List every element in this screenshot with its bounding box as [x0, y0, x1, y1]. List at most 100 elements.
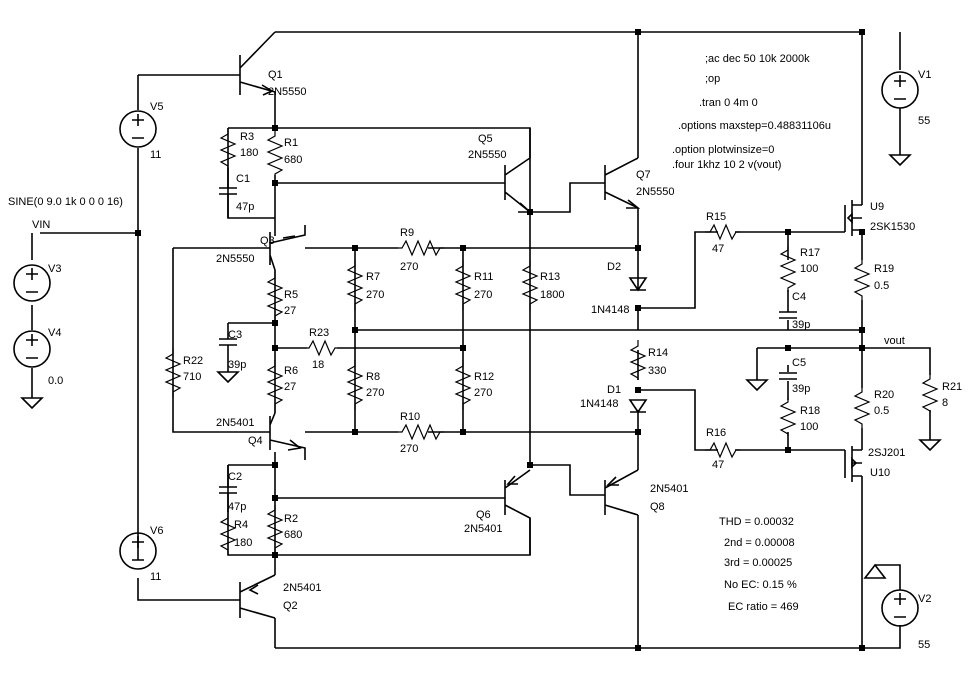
r17-name: R17	[800, 247, 820, 259]
r1-name: R1	[284, 137, 298, 149]
r7-value: 270	[366, 289, 384, 301]
transistor-labels: Q1 2N5550 Q3 2N5550 2N5401 Q4 2N5401 Q2 …	[216, 69, 915, 612]
u10-name: U10	[870, 467, 890, 479]
result-3rd: 3rd = 0.00025	[724, 557, 792, 569]
q1-name: Q1	[268, 69, 283, 81]
resistor-r16	[705, 441, 740, 459]
r16-name: R16	[706, 427, 726, 439]
r2-value: 680	[284, 529, 302, 541]
r18-name: R18	[800, 405, 820, 417]
r8-value: 270	[366, 387, 384, 399]
resistor-r12	[454, 360, 472, 410]
u9-name: U9	[870, 201, 884, 213]
q4-model: 2N5401	[216, 417, 255, 429]
r2-name: R2	[284, 513, 298, 525]
ground-v1	[888, 154, 912, 167]
resistor-r22	[164, 348, 182, 398]
resistors	[164, 128, 939, 555]
source-v3	[13, 264, 51, 302]
r19-name: R19	[874, 263, 894, 275]
d1-model: 1N4148	[580, 398, 619, 410]
v5-value: 11	[150, 149, 161, 161]
r11-name: R11	[474, 271, 493, 283]
capacitors	[219, 168, 797, 512]
r21-value: 8	[942, 397, 948, 409]
r23-name: R23	[309, 327, 329, 339]
c5-value: 39p	[792, 383, 810, 395]
grounds	[20, 154, 942, 579]
ground-c3	[216, 371, 240, 384]
resistor-r18	[779, 398, 797, 436]
resistor-r1	[266, 130, 284, 175]
source-v4	[13, 330, 51, 368]
r3-value: 180	[240, 147, 258, 159]
transistors	[239, 31, 863, 619]
d2-model: 1N4148	[591, 304, 630, 316]
v3-name: V3	[48, 263, 61, 275]
c3-name: C3	[228, 329, 242, 341]
capacitor-c1	[219, 168, 237, 218]
r5-value: 27	[284, 305, 296, 317]
resistor-r14	[629, 340, 647, 380]
transistor-q2	[239, 574, 276, 619]
result-thd: THD = 0.00032	[719, 516, 794, 528]
v3-value: SINE(0 9.0 1k 0 0 0 16)	[8, 196, 123, 208]
q4-name: Q4	[248, 435, 263, 447]
directive-ac: ;ac dec 50 10k 2000k	[705, 53, 810, 65]
r15-value: 47	[712, 243, 724, 255]
q5-name: Q5	[478, 133, 493, 145]
ground-v2	[863, 563, 887, 579]
source-labels: V5 11 V6 11 V3 SINE(0 9.0 1k 0 0 0 16) V…	[8, 69, 931, 651]
mosfet-u9	[844, 195, 863, 236]
resistor-labels: R1 680 R3 180 R5 27 R6 27 R7 270 R8 270 …	[183, 131, 962, 549]
q1-model: 2N5550	[268, 86, 307, 98]
resistor-r8	[346, 360, 364, 410]
directive-four: .four 1khz 10 2 v(vout)	[672, 159, 781, 171]
r6-name: R6	[284, 365, 298, 377]
source-v1	[881, 71, 919, 109]
ground-r21	[918, 439, 942, 452]
net-label-vin: VIN	[32, 219, 50, 231]
r20-value: 0.5	[874, 405, 889, 417]
capacitor-c5	[779, 372, 797, 380]
v2-name: V2	[918, 593, 931, 605]
junctions	[135, 29, 865, 651]
r10-name: R10	[400, 411, 420, 423]
resistor-r23	[307, 339, 337, 357]
resistor-r5	[266, 270, 284, 323]
r22-value: 710	[183, 371, 201, 383]
resistor-r4	[219, 512, 237, 555]
resistor-r6	[266, 360, 284, 413]
c1-value: 47p	[236, 201, 254, 213]
result-2nd: 2nd = 0.00008	[724, 537, 795, 549]
r3-name: R3	[240, 131, 254, 143]
r13-name: R13	[540, 271, 560, 283]
transistor-q4	[269, 412, 306, 460]
resistor-r10	[398, 423, 444, 441]
result-no-ec: No EC: 0.15 %	[724, 579, 797, 591]
q8-name: Q8	[650, 501, 665, 513]
transistor-q5	[504, 128, 533, 213]
transistor-q8	[604, 469, 639, 516]
directive-op: ;op	[705, 73, 720, 85]
r12-name: R12	[474, 371, 494, 383]
r15-name: R15	[706, 211, 726, 223]
d1-name: D1	[607, 384, 621, 396]
v6-name: V6	[150, 525, 163, 537]
resistor-r21	[921, 375, 939, 413]
u10-model: 2SJ201	[868, 447, 905, 459]
diode-d1	[628, 399, 648, 414]
resistor-r13	[521, 260, 539, 310]
transistor-q3	[269, 225, 306, 271]
directive-tran: .tran 0 4m 0	[699, 97, 758, 109]
transistor-q7	[604, 157, 641, 209]
r5-name: R5	[284, 289, 298, 301]
r8-name: R8	[366, 371, 380, 383]
resistor-r2	[266, 505, 284, 555]
r22-name: R22	[183, 355, 203, 367]
mosfet-u10	[844, 446, 863, 485]
r17-value: 100	[800, 263, 818, 275]
capacitor-labels: C1 47p C2 47p C3 39p C4 39p C5 39p	[228, 173, 810, 513]
q6-model: 2N5401	[464, 523, 503, 535]
resistor-r9	[398, 239, 444, 257]
